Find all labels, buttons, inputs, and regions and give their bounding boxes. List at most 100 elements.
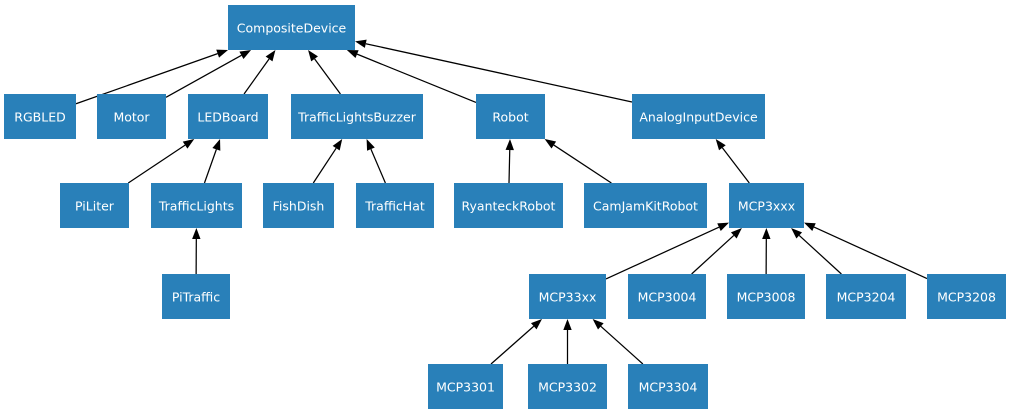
- edge-trafficlights-to-ledboard: [203, 139, 221, 184]
- node-pitraffic[interactable]: PiTraffic: [162, 274, 230, 319]
- node-trafficlightsbuzzer[interactable]: TrafficLightsBuzzer: [291, 94, 423, 139]
- edge-robot-to-compositedevice: [346, 50, 477, 104]
- node-mcp3xxx[interactable]: MCP3xxx: [729, 183, 804, 228]
- edge-camjamkitrobot-to-robot: [544, 139, 612, 184]
- edge-line: [356, 53, 477, 104]
- node-label: MCP3208: [937, 290, 996, 305]
- edge-line: [243, 58, 270, 95]
- node-box: [632, 94, 765, 139]
- edge-mcp3008-to-mcp3xxx: [762, 228, 771, 275]
- edge-arrowhead: [346, 50, 359, 59]
- node-label: MCP3008: [737, 290, 796, 305]
- edge-line: [127, 144, 186, 184]
- edge-line: [721, 147, 750, 184]
- edge-line: [203, 149, 217, 184]
- node-box: [228, 5, 355, 50]
- edge-arrowhead: [791, 228, 803, 239]
- node-ledboard[interactable]: LEDBoard: [188, 94, 268, 139]
- edge-mcp3302-to-mcp33xx: [563, 319, 572, 364]
- node-label: LEDBoard: [197, 110, 258, 125]
- node-box: [729, 183, 804, 228]
- node-box: [628, 274, 706, 319]
- edge-line: [370, 148, 386, 184]
- node-box: [97, 94, 166, 139]
- edge-mcp3204-to-mcp3xxx: [791, 228, 842, 275]
- node-box: [927, 274, 1006, 319]
- edge-mcp3304-to-mcp33xx: [592, 319, 644, 365]
- edge-pitraffic-to-trafficlights: [192, 228, 201, 275]
- node-trafficlights[interactable]: TrafficLights: [151, 183, 242, 228]
- node-box: [529, 274, 606, 319]
- edge-arrowhead: [216, 49, 228, 58]
- node-label: RyanteckRobot: [462, 199, 556, 214]
- node-box: [291, 94, 423, 139]
- node-label: MCP3204: [837, 290, 896, 305]
- node-label: AnalogInputDevice: [639, 110, 758, 125]
- node-box: [428, 364, 503, 409]
- edge-mcp3208-to-mcp3xxx: [804, 222, 928, 280]
- node-mcp33xx[interactable]: MCP33xx: [529, 274, 606, 319]
- node-box: [188, 94, 268, 139]
- node-label: MCP3301: [436, 380, 495, 395]
- node-mcp3004[interactable]: MCP3004: [628, 274, 706, 319]
- node-analoginputdevice[interactable]: AnalogInputDevice: [632, 94, 765, 139]
- node-label: FishDish: [273, 199, 325, 214]
- node-compositedevice[interactable]: CompositeDevice: [228, 5, 355, 50]
- edge-ryanteckrobot-to-robot: [505, 139, 514, 184]
- edge-fishdish-to-trafficlightsbuzzer: [312, 139, 343, 184]
- node-robot[interactable]: Robot: [476, 94, 545, 139]
- edge-line: [553, 144, 612, 184]
- node-mcp3301[interactable]: MCP3301: [428, 364, 503, 409]
- edge-motor-to-compositedevice: [165, 50, 252, 98]
- edge-ledboard-to-compositedevice: [243, 50, 276, 95]
- node-box: [727, 274, 805, 319]
- node-rgbled[interactable]: RGBLED: [4, 94, 76, 139]
- edge-mcp33xx-to-mcp3xxx: [605, 222, 729, 280]
- node-box: [528, 364, 607, 409]
- node-motor[interactable]: Motor: [97, 94, 166, 139]
- node-box: [476, 94, 545, 139]
- edge-arrowhead: [212, 139, 221, 151]
- node-mcp3304[interactable]: MCP3304: [628, 364, 708, 409]
- node-label: MCP33xx: [539, 290, 597, 305]
- edge-trafficlightsbuzzer-to-compositedevice: [308, 50, 341, 95]
- node-fishdish[interactable]: FishDish: [263, 183, 334, 228]
- edge-line: [691, 234, 735, 275]
- edge-arrowhead: [592, 319, 604, 330]
- node-box: [454, 183, 563, 228]
- edge-traffichat-to-trafficlightsbuzzer: [366, 139, 386, 184]
- node-label: CamJamKitRobot: [593, 199, 698, 214]
- node-label: TrafficHat: [364, 199, 425, 214]
- edge-arrowhead: [192, 228, 201, 240]
- node-mcp3008[interactable]: MCP3008: [727, 274, 805, 319]
- node-box: [826, 274, 906, 319]
- node-mcp3204[interactable]: MCP3204: [826, 274, 906, 319]
- edge-line: [813, 226, 928, 280]
- edge-arrowhead: [332, 139, 343, 151]
- node-camjamkitrobot[interactable]: CamJamKitRobot: [584, 183, 707, 228]
- node-piliter[interactable]: PiLiter: [60, 183, 129, 228]
- edge-arrowhead: [366, 139, 375, 151]
- node-mcp3302[interactable]: MCP3302: [528, 364, 607, 409]
- edge-arrowhead: [762, 228, 771, 240]
- edge-arrowhead: [182, 139, 195, 149]
- node-box: [162, 274, 230, 319]
- edge-line: [312, 147, 337, 184]
- node-box: [628, 364, 708, 409]
- edge-arrowhead: [239, 50, 252, 60]
- edge-arrowhead: [505, 139, 514, 151]
- node-label: MCP3004: [638, 290, 697, 305]
- node-traffichat[interactable]: TrafficHat: [356, 183, 434, 228]
- edge-line: [798, 234, 842, 275]
- node-box: [263, 183, 334, 228]
- edge-line: [605, 226, 720, 280]
- node-mcp3208[interactable]: MCP3208: [927, 274, 1006, 319]
- edge-arrowhead: [355, 39, 367, 48]
- edge-line: [314, 58, 341, 95]
- edge-line: [508, 149, 511, 184]
- edge-arrowhead: [544, 139, 557, 149]
- node-ryanteckrobot[interactable]: RyanteckRobot: [454, 183, 563, 228]
- node-label: CompositeDevice: [237, 21, 347, 36]
- edge-mcp3004-to-mcp3xxx: [691, 228, 742, 275]
